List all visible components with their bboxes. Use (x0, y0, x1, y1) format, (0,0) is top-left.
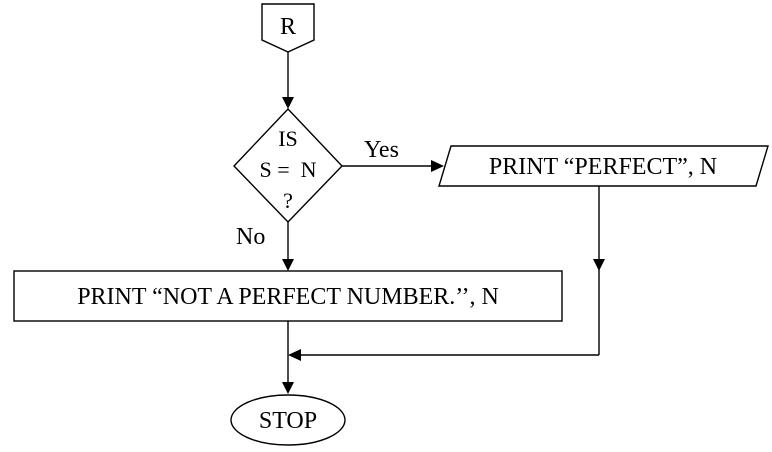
decision-diamond: IS S = N ? (233, 107, 343, 224)
yes-branch-arrow (342, 160, 444, 172)
output-not-perfect-text: PRINT “NOT A PERFECT NUMBER.’’, N (77, 284, 499, 310)
yes-label: Yes (364, 137, 399, 163)
connector-label: R (280, 14, 296, 40)
output-not-perfect-box: PRINT “NOT A PERFECT NUMBER.’’, N (13, 270, 563, 322)
to-stop-arrow (282, 321, 294, 394)
output-perfect-text: PRINT “PERFECT”, N (489, 154, 717, 180)
no-branch-arrow (282, 222, 294, 271)
stop-label: STOP (259, 408, 317, 434)
output-perfect-parallelogram: PRINT “PERFECT”, N (438, 145, 769, 187)
stop-terminal: STOP (230, 394, 346, 446)
decision-line-1: IS (278, 126, 298, 151)
connector-to-decision-arrow (282, 52, 294, 109)
no-label: No (236, 224, 265, 250)
decision-line-2: S = N (259, 157, 316, 182)
offpage-connector: R (261, 3, 315, 53)
decision-line-3: ? (283, 188, 293, 213)
perfect-return-path (288, 186, 605, 361)
